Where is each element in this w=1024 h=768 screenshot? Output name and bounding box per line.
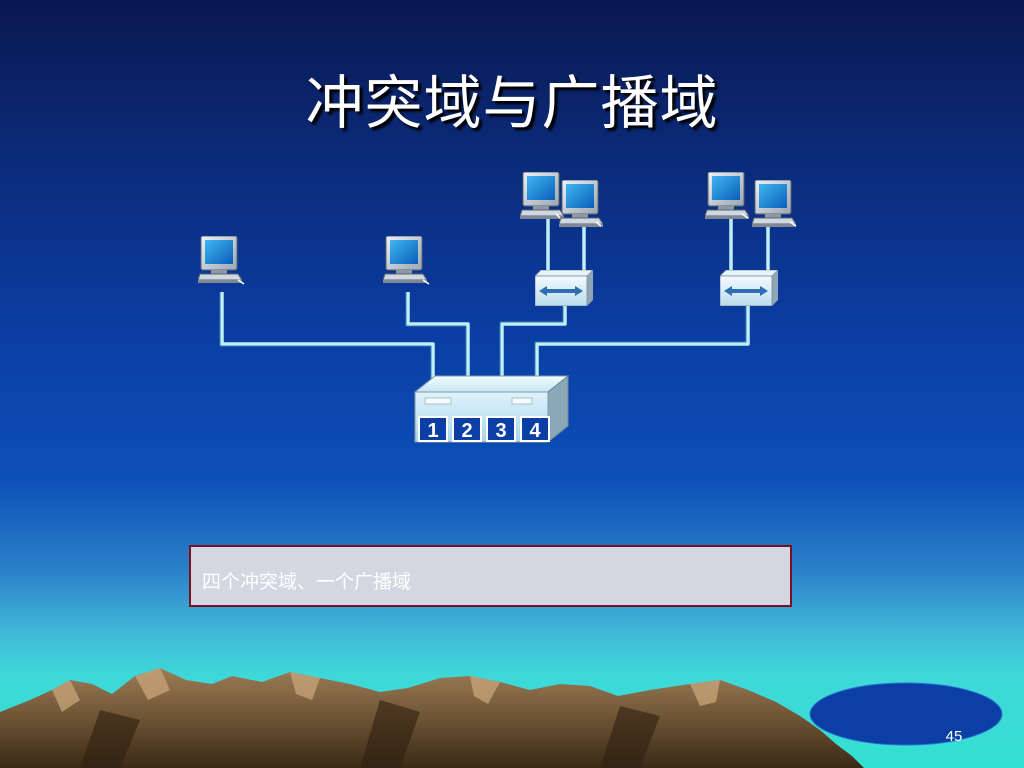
port-1-badge bbox=[418, 416, 448, 442]
port-4-label: 4 bbox=[529, 420, 541, 442]
port-3-badge bbox=[486, 416, 516, 442]
port-2-badge bbox=[452, 416, 482, 442]
caption-box: 四个冲突域、一个广播域 bbox=[189, 545, 792, 607]
port-2-label: 2 bbox=[461, 420, 472, 442]
cable-pc2-port2 bbox=[406, 292, 470, 414]
switch: 1 2 3 4 bbox=[413, 374, 570, 444]
port-1-label: 1 bbox=[427, 420, 438, 442]
slide-title: 冲突域与广播域 bbox=[305, 69, 719, 137]
port-4-badge bbox=[520, 416, 550, 442]
page-number-badge bbox=[809, 682, 1003, 746]
caption-text: 四个冲突域、一个广播域 bbox=[202, 571, 412, 593]
port-3-label: 3 bbox=[495, 420, 506, 442]
page-number: 45 bbox=[945, 728, 963, 745]
cable-hub1-port3 bbox=[500, 306, 567, 414]
